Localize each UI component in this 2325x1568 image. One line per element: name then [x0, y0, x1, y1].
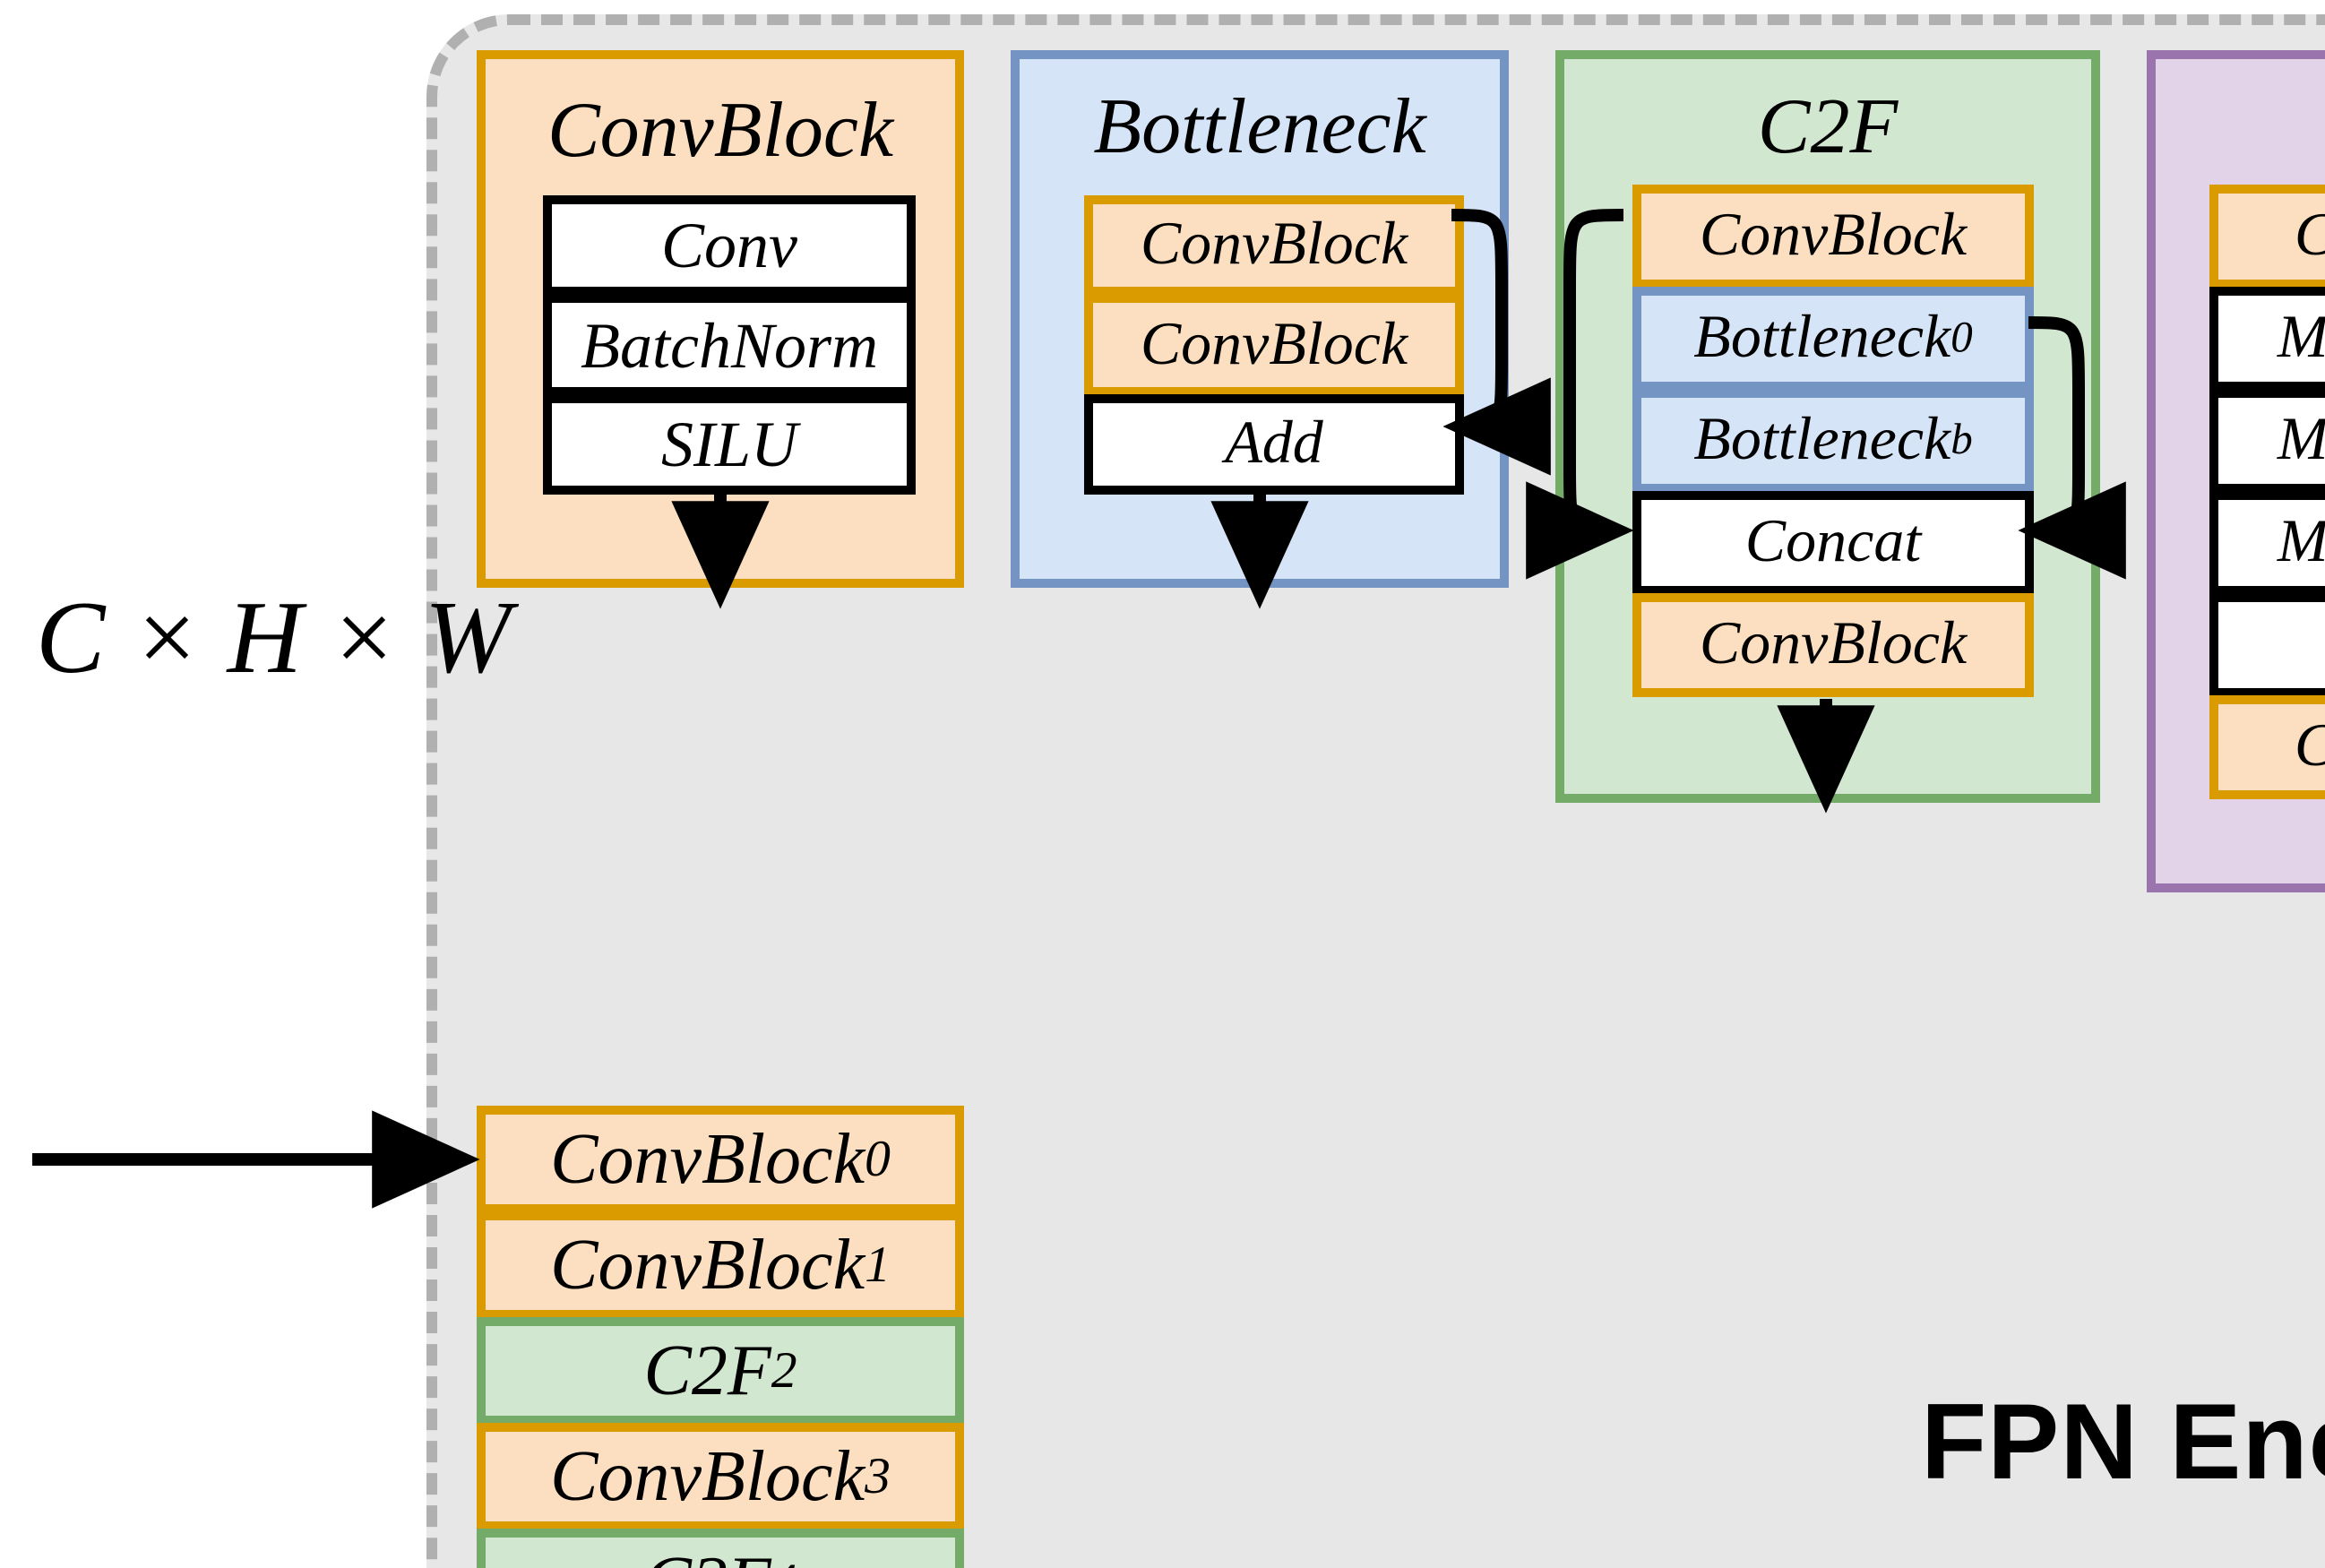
- row-subscript: b: [1950, 415, 1973, 464]
- input-shape-label: C × H × W: [36, 579, 512, 695]
- row-subscript: 0: [1950, 313, 1973, 362]
- legend-bottleneck-group: Bottleneck ConvBlock ConvBlock Add: [1011, 50, 1509, 588]
- row-label: SILU: [660, 409, 797, 480]
- legend-c2f-row-convblock-bottom: ConvBlock: [1632, 593, 2034, 697]
- legend-convblock-row-conv: Conv: [543, 195, 916, 296]
- node-label: ConvBlock: [550, 1118, 865, 1199]
- node-c2f-4[interactable]: C2F4: [477, 1529, 964, 1568]
- legend-bottleneck-row-convblock-2: ConvBlock: [1084, 294, 1464, 396]
- legend-bottleneck-row-add: Add: [1084, 394, 1464, 495]
- legend-convblock-group: ConvBlock Conv BatchNorm SILU: [477, 50, 964, 588]
- legend-c2f-title: C2F: [1757, 82, 1899, 170]
- legend-sppf-row-maxpooling-2: MaxPooling: [2209, 389, 2325, 493]
- node-subscript: 1: [865, 1236, 891, 1294]
- node-subscript: 3: [865, 1447, 891, 1505]
- row-label: BatchNorm: [581, 309, 878, 381]
- row-label: ConvBlock: [1140, 311, 1408, 377]
- node-label: ConvBlock: [550, 1435, 865, 1516]
- legend-sppf-group: SPPF ConvBlock MaxPooling MaxPooling Max…: [2147, 50, 2325, 892]
- row-label: MaxPooling: [2277, 509, 2325, 575]
- row-label: Conv: [661, 210, 797, 281]
- row-label: ConvBlock: [1699, 611, 1968, 677]
- row-label: Bottleneck: [1693, 305, 1951, 371]
- row-label: Add: [1225, 410, 1323, 477]
- row-label: MaxPooling: [2277, 305, 2325, 371]
- node-label: C2F: [643, 1330, 771, 1410]
- legend-convblock-title: ConvBlock: [547, 86, 894, 174]
- row-label: Bottleneck: [1693, 407, 1951, 473]
- row-label: ConvBlock: [1699, 202, 1968, 269]
- page-title: FPN Encoder: [1921, 1382, 2325, 1502]
- row-label: ConvBlock: [1140, 211, 1408, 278]
- legend-c2f-row-convblock-top: ConvBlock: [1632, 185, 2034, 289]
- legend-sppf-title: SPPF: [2156, 81, 2325, 172]
- legend-sppf-row-convblock-top: ConvBlock: [2209, 185, 2325, 289]
- node-label: ConvBlock: [550, 1224, 865, 1305]
- node-subscript: 0: [865, 1130, 891, 1188]
- node-subscript: 2: [771, 1341, 797, 1400]
- legend-convblock-row-silu: SILU: [543, 394, 916, 495]
- legend-sppf-row-convblock-bottom: ConvBlock: [2209, 695, 2325, 799]
- row-label: ConvBlock: [2295, 205, 2325, 267]
- row-label: ConvBlock: [2295, 716, 2325, 778]
- legend-convblock-row-batchnorm: BatchNorm: [543, 294, 916, 396]
- node-subscript: 4: [771, 1556, 797, 1568]
- legend-bottleneck-row-convblock-1: ConvBlock: [1084, 195, 1464, 296]
- row-label: Concat: [1744, 509, 1922, 575]
- legend-sppf-row-maxpooling-1: MaxPooling: [2209, 287, 2325, 391]
- row-label: MaxPooling: [2277, 407, 2325, 473]
- legend-sppf-row-concat: Concat: [2209, 593, 2325, 697]
- node-label: C2F: [643, 1546, 771, 1568]
- legend-c2f-row-concat: Concat: [1632, 491, 2034, 595]
- legend-sppf-row-maxpooling-3: MaxPooling: [2209, 491, 2325, 595]
- legend-bottleneck-title: Bottleneck: [1093, 82, 1426, 170]
